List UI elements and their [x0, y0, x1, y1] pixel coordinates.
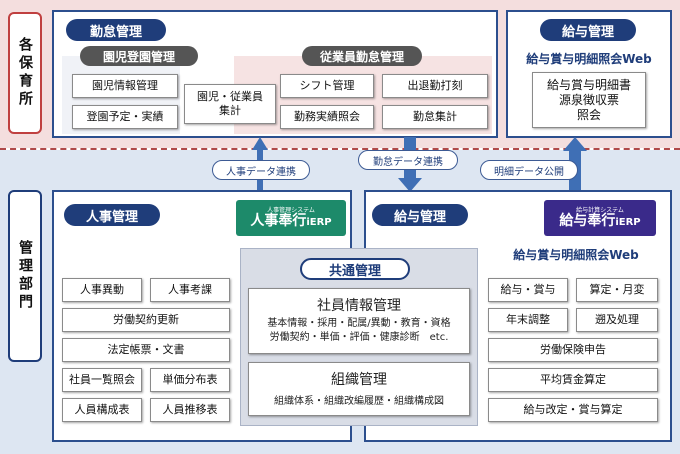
- payroll-item-salary: 給与・賞与: [488, 278, 568, 302]
- hr-item-rate: 単価分布表: [150, 368, 230, 392]
- payroll-logo: 給与計算システム 給与奉行iERP: [544, 200, 656, 236]
- org-title: 組織管理: [331, 372, 387, 388]
- hr-logo-caption: 人事管理システム: [267, 206, 315, 214]
- common-title: 共通管理: [300, 258, 410, 280]
- hr-item-forms: 法定帳票・文書: [62, 338, 230, 362]
- payroll-item-yearend: 年末調整: [488, 308, 568, 332]
- child-schedule-box: 登園予定・実績: [72, 105, 178, 129]
- payroll-web-caption: 給与賞与明細照会Web: [513, 248, 639, 262]
- org-box: 組織管理 組織体系・組織改編履歴・組織構成図: [248, 362, 470, 416]
- statement-box: 給与賞与明細書 源泉徴収票 照会: [532, 72, 646, 128]
- admin-section-label: 管理部門: [8, 190, 42, 362]
- hr-item-transfer: 人事異動: [62, 278, 142, 302]
- payroll-logo-text: 給与奉行iERP: [559, 212, 641, 229]
- hr-data-link: 人事データ連携: [212, 160, 310, 180]
- payroll-item-retro: 遡及処理: [576, 308, 658, 332]
- aggregate-box: 園児・従業員 集計: [184, 84, 276, 124]
- payroll-web-title: 給与管理: [540, 19, 636, 41]
- org-desc: 組織体系・組織改編履歴・組織構成図: [274, 396, 444, 407]
- employee-info-desc: 基本情報・採用・配属/異動・教育・資格 労働契約・単価・評価・健康診断 etc.: [267, 318, 451, 343]
- payroll-title: 給与管理: [372, 204, 468, 226]
- child-group-title: 園児登園管理: [80, 46, 198, 66]
- hr-item-evaluation: 人事考課: [150, 278, 230, 302]
- facility-section-label: 各保育所: [8, 12, 42, 134]
- employee-group-title: 従業員勤怠管理: [302, 46, 422, 66]
- hr-logo: 人事管理システム 人事奉行iERP: [236, 200, 346, 236]
- section-divider: [0, 148, 680, 150]
- payroll-item-insurance: 労働保険申告: [488, 338, 658, 362]
- hr-item-contract: 労働契約更新: [62, 308, 230, 332]
- payroll-web-subtitle: 給与賞与明細照会Web: [526, 52, 652, 66]
- work-record-box: 勤務実績照会: [280, 105, 374, 129]
- payroll-item-average: 平均賃金算定: [488, 368, 658, 392]
- payroll-logo-caption: 給与計算システム: [576, 206, 624, 214]
- employee-info-box: 社員情報管理 基本情報・採用・配属/異動・教育・資格 労働契約・単価・評価・健康…: [248, 288, 470, 354]
- attendance-title: 勤怠管理: [66, 19, 166, 41]
- hr-item-structure: 人員構成表: [62, 398, 142, 422]
- attendance-data-link: 勤怠データ連携: [358, 150, 458, 170]
- shift-box: シフト管理: [280, 74, 374, 98]
- hr-item-trend: 人員推移表: [150, 398, 230, 422]
- payroll-item-revision: 給与改定・賞与算定: [488, 398, 658, 422]
- hr-title: 人事管理: [64, 204, 160, 226]
- payroll-item-calc: 算定・月変: [576, 278, 658, 302]
- hr-logo-text: 人事奉行iERP: [250, 212, 332, 229]
- employee-info-title: 社員情報管理: [317, 298, 401, 314]
- child-info-box: 園児情報管理: [72, 74, 178, 98]
- statement-data-link: 明細データ公開: [480, 160, 578, 180]
- attendance-aggregate-box: 勤怠集計: [382, 105, 488, 129]
- hr-item-list: 社員一覧照会: [62, 368, 142, 392]
- clock-box: 出退勤打刻: [382, 74, 488, 98]
